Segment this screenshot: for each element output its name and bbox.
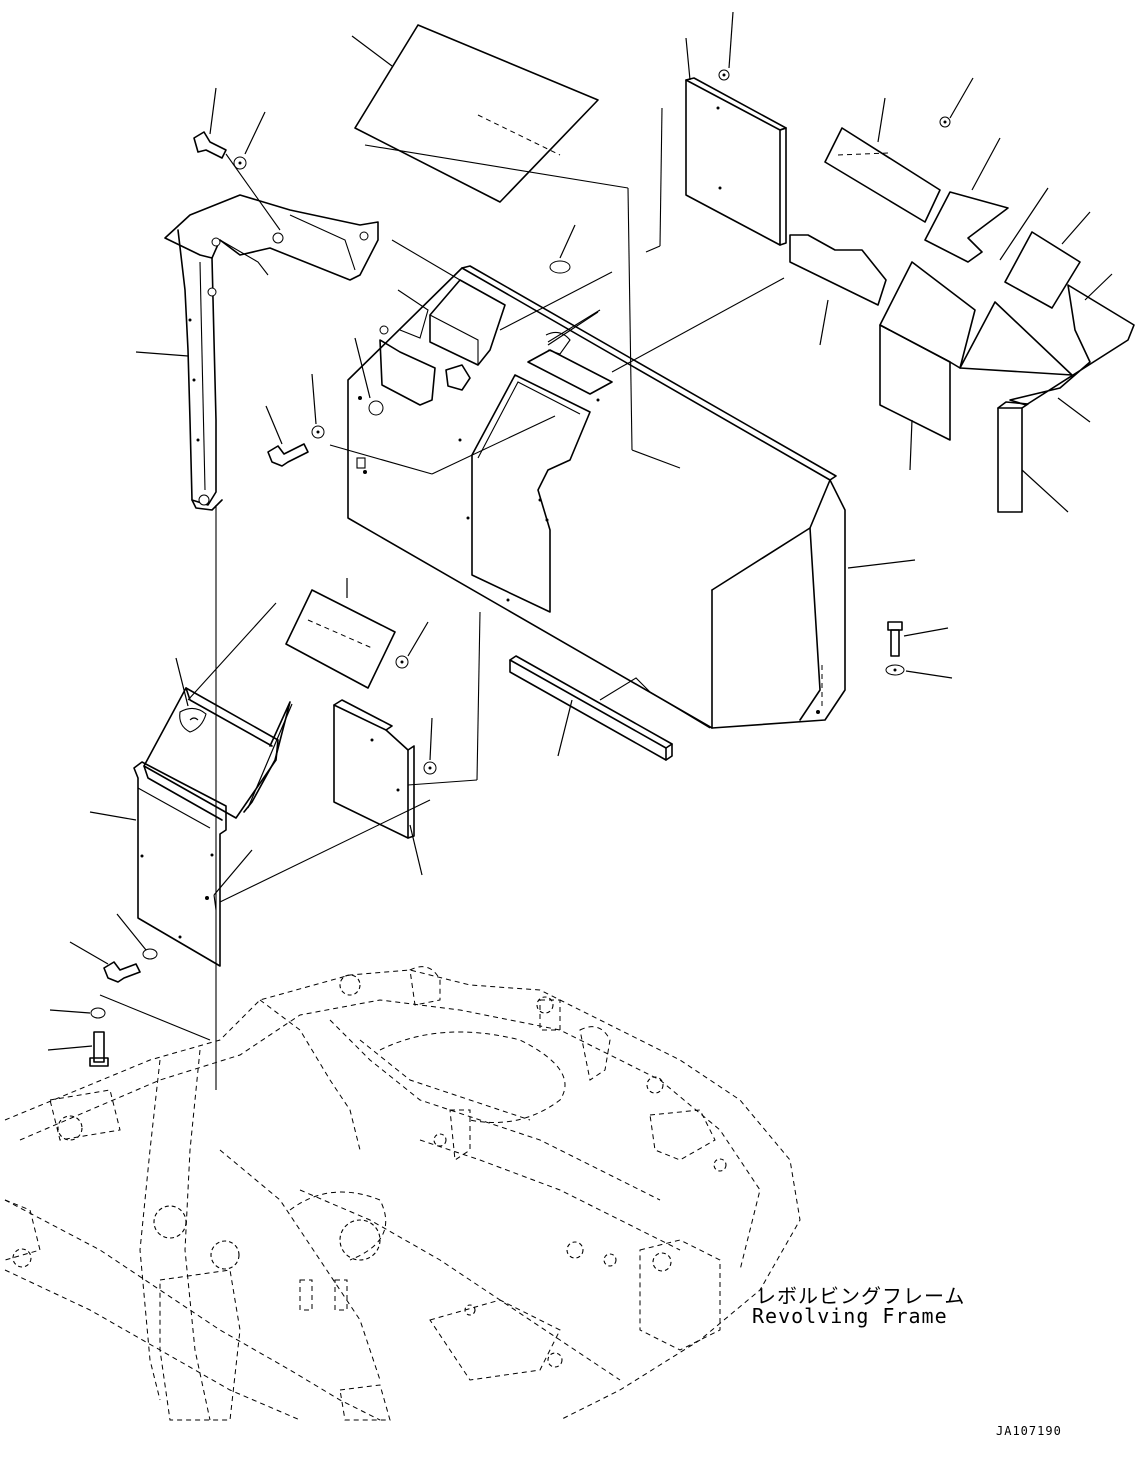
revolving-frame <box>4 966 801 1421</box>
frame-label-japanese: レボルビングフレーム <box>756 1284 966 1308</box>
drawing-number: JA107190 <box>996 1424 1062 1438</box>
foam-seal-bar <box>509 655 711 761</box>
bolt-washer-set-middle <box>265 224 599 467</box>
lower-guard-assembly <box>89 657 293 967</box>
small-cover-plate <box>285 578 429 689</box>
bolt-washer-set-lower <box>47 913 158 1067</box>
insulation-pads <box>789 77 1135 513</box>
main-engine-hood-cover <box>347 265 916 729</box>
bolt-washer-set-right <box>885 621 953 679</box>
reference-lines <box>99 107 785 1041</box>
side-panel-plate <box>333 699 437 876</box>
support-stay-bracket <box>135 194 379 1090</box>
frame-label-english: Revolving Frame <box>752 1304 948 1328</box>
top-cover-plate <box>351 24 599 203</box>
bolt-washer-set-upper <box>193 87 281 231</box>
side-plate-upper <box>685 11 787 246</box>
